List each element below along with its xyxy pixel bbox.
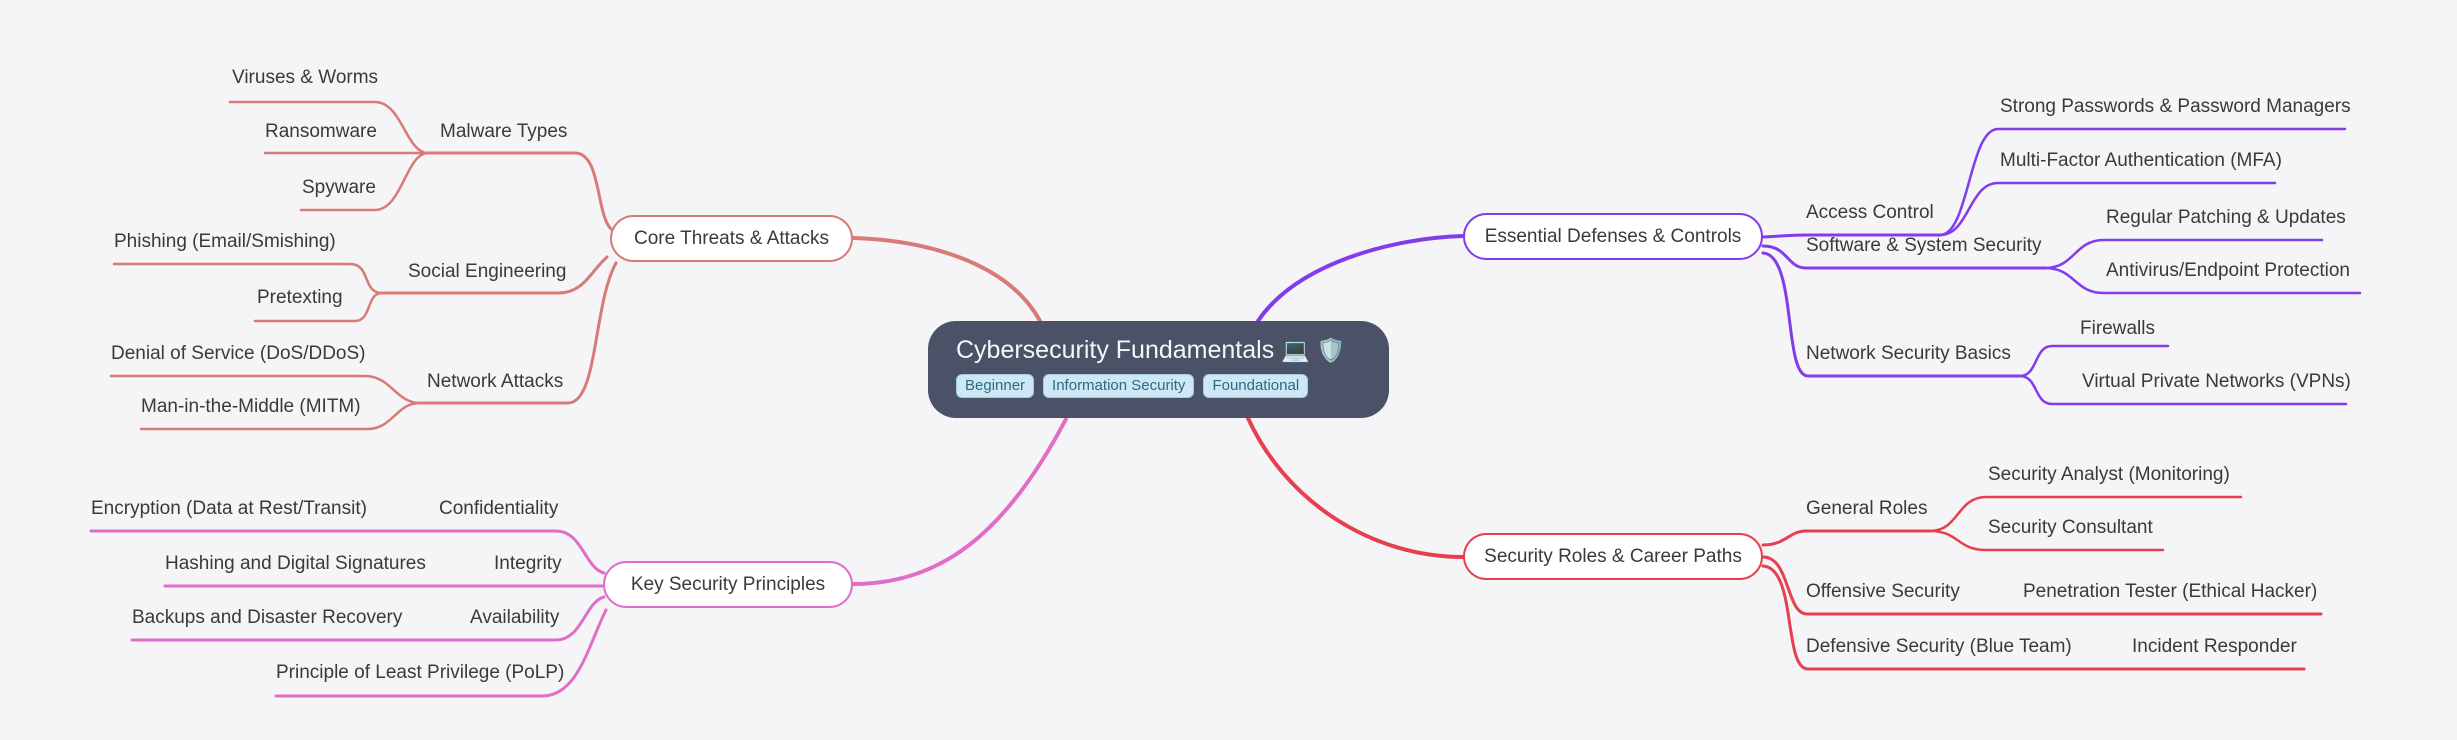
node-mfa[interactable]: Multi-Factor Authentication (MFA): [2000, 150, 2282, 171]
node-encryption[interactable]: Encryption (Data at Rest/Transit): [91, 498, 367, 519]
link-roles-center: [1246, 416, 1465, 559]
node-mitm[interactable]: Man-in-the-Middle (MITM): [141, 396, 361, 417]
root-badges: Beginner Information Security Foundation…: [956, 374, 1361, 398]
node-defensive-security[interactable]: Defensive Security (Blue Team): [1806, 636, 2072, 657]
node-network-attacks[interactable]: Network Attacks: [427, 371, 564, 392]
node-pretexting[interactable]: Pretexting: [257, 287, 343, 308]
badge-information-security: Information Security: [1043, 374, 1195, 398]
link-malware-types: [426, 151, 613, 231]
branch-node-security-roles[interactable]: Security Roles & Career Paths: [1463, 533, 1763, 580]
node-access-control[interactable]: Access Control: [1806, 202, 1934, 223]
link-polp: [274, 608, 608, 698]
link-social-engineering: [380, 255, 609, 295]
node-availability[interactable]: Availability: [470, 607, 560, 628]
node-backups[interactable]: Backups and Disaster Recovery: [132, 607, 403, 628]
link-firewalls: [2018, 344, 2170, 378]
link-spyware: [299, 151, 430, 212]
link-dos: [109, 374, 422, 405]
root-node[interactable]: Cybersecurity Fundamentals 💻 🛡️ Beginner…: [928, 321, 1389, 418]
node-spyware[interactable]: Spyware: [302, 177, 376, 198]
link-general-roles: [1761, 529, 1932, 547]
node-patching[interactable]: Regular Patching & Updates: [2106, 207, 2346, 228]
link-phishing: [112, 262, 384, 295]
link-defenses-center: [1256, 234, 1465, 323]
node-offensive-security[interactable]: Offensive Security: [1806, 581, 1960, 602]
link-security-analyst: [1928, 495, 2243, 533]
node-general-roles[interactable]: General Roles: [1806, 498, 1928, 519]
node-software-security[interactable]: Software & System Security: [1806, 235, 2042, 256]
node-pentester[interactable]: Penetration Tester (Ethical Hacker): [2023, 581, 2318, 602]
node-network-security-basics[interactable]: Network Security Basics: [1806, 343, 2011, 364]
node-security-analyst[interactable]: Security Analyst (Monitoring): [1988, 464, 2230, 485]
link-key-principles-center: [851, 417, 1068, 586]
node-security-consultant[interactable]: Security Consultant: [1988, 517, 2153, 538]
link-mfa: [1938, 181, 2277, 237]
badge-foundational: Foundational: [1203, 374, 1309, 398]
node-confidentiality[interactable]: Confidentiality: [439, 498, 559, 519]
node-social-engineering[interactable]: Social Engineering: [408, 261, 567, 282]
node-polp[interactable]: Principle of Least Privilege (PoLP): [276, 662, 565, 683]
link-pretexting: [253, 291, 384, 323]
node-integrity[interactable]: Integrity: [494, 553, 562, 574]
node-incident-responder[interactable]: Incident Responder: [2132, 636, 2297, 657]
link-mitm: [139, 401, 422, 431]
branch-node-core-threats[interactable]: Core Threats & Attacks: [610, 215, 853, 262]
link-network-attacks: [418, 261, 618, 405]
link-software-security: [1761, 244, 2047, 270]
root-title: Cybersecurity Fundamentals 💻 🛡️: [956, 336, 1361, 365]
laptop-icon: 💻: [1281, 337, 1310, 363]
link-access-control: [1761, 233, 1942, 239]
link-network-security: [1761, 251, 2022, 378]
node-hashing[interactable]: Hashing and Digital Signatures: [165, 553, 426, 574]
node-firewalls[interactable]: Firewalls: [2080, 318, 2155, 339]
node-malware-types[interactable]: Malware Types: [440, 121, 568, 142]
branch-node-essential-defenses[interactable]: Essential Defenses & Controls: [1463, 213, 1763, 260]
link-confidentiality: [89, 529, 606, 575]
node-ransomware[interactable]: Ransomware: [265, 121, 377, 142]
node-antivirus[interactable]: Antivirus/Endpoint Protection: [2106, 260, 2350, 281]
branch-node-key-principles[interactable]: Key Security Principles: [603, 561, 853, 608]
link-offensive-security: [1761, 555, 2323, 616]
node-strong-passwords[interactable]: Strong Passwords & Password Managers: [2000, 96, 2351, 117]
link-availability: [130, 595, 606, 642]
link-strong-passwords: [1938, 127, 2347, 237]
link-defensive-security: [1761, 564, 2306, 671]
link-vpns: [2018, 374, 2348, 406]
node-vpns[interactable]: Virtual Private Networks (VPNs): [2082, 371, 2351, 392]
link-viruses-worms: [228, 100, 430, 155]
link-security-consultant: [1928, 529, 2165, 552]
link-antivirus: [2043, 266, 2362, 295]
node-viruses-worms[interactable]: Viruses & Worms: [232, 67, 379, 88]
link-core-threats-center: [851, 236, 1042, 323]
node-phishing[interactable]: Phishing (Email/Smishing): [114, 231, 336, 252]
node-dos[interactable]: Denial of Service (DoS/DDoS): [111, 343, 366, 364]
link-patching: [2043, 238, 2324, 270]
shield-icon: 🛡️: [1316, 337, 1346, 363]
badge-beginner: Beginner: [956, 374, 1035, 398]
root-title-text: Cybersecurity Fundamentals: [956, 336, 1275, 364]
